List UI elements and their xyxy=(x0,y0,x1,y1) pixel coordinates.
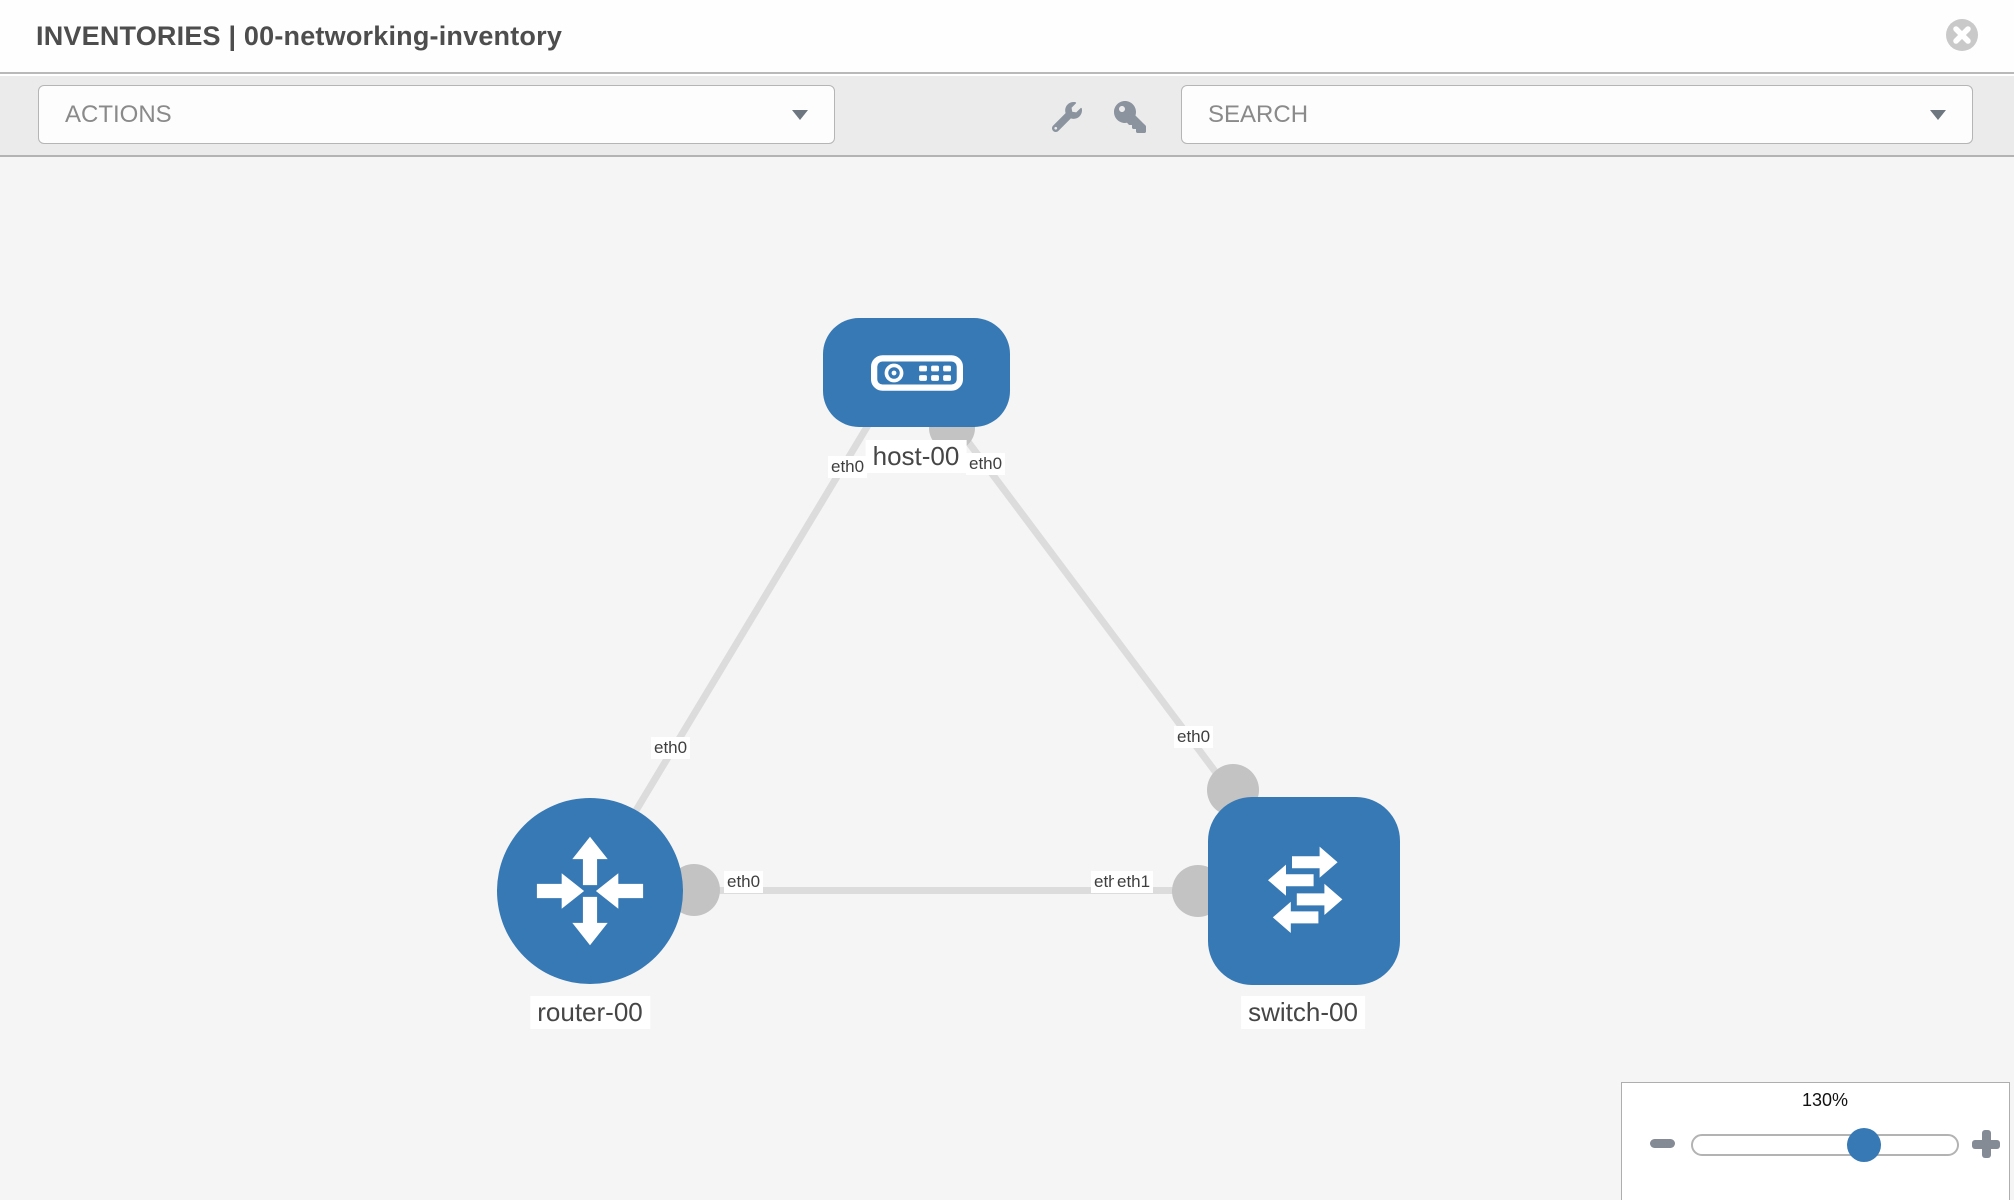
topology-canvas[interactable]: host-00 router-00 switch-00 eth0 eth0 et… xyxy=(0,157,2014,1200)
router-arrows-icon xyxy=(536,836,644,946)
zoom-out-button[interactable] xyxy=(1650,1139,1675,1148)
zoom-slider-track[interactable] xyxy=(1691,1134,1959,1156)
node-label-router: router-00 xyxy=(530,996,650,1029)
chevron-down-icon xyxy=(792,109,808,120)
zoom-in-button[interactable] xyxy=(1972,1130,2000,1158)
actions-dropdown[interactable]: ACTIONS xyxy=(38,85,835,144)
zoom-level-label: 130% xyxy=(1801,1090,1849,1110)
wrench-icon[interactable] xyxy=(1051,102,1082,137)
zoom-control-panel: 130% xyxy=(1621,1082,2010,1200)
page-header: INVENTORIES | 00-networking-inventory xyxy=(0,0,2014,74)
node-label-switch: switch-00 xyxy=(1241,996,1365,1029)
node-switch-00[interactable] xyxy=(1208,797,1400,985)
key-icon[interactable] xyxy=(1114,101,1146,138)
search-dropdown-label: SEARCH xyxy=(1208,100,1309,128)
page-title: INVENTORIES | 00-networking-inventory xyxy=(36,20,563,51)
server-icon xyxy=(870,354,963,391)
toolbar: ACTIONS SEARCH xyxy=(0,76,2014,157)
node-router-00[interactable] xyxy=(497,798,683,984)
interface-label-host-eth0-right: eth0 xyxy=(966,453,1006,475)
switch-arrows-icon xyxy=(1268,846,1343,933)
node-label-host: host-00 xyxy=(865,440,967,473)
node-host-00[interactable] xyxy=(823,318,1010,427)
chevron-down-icon xyxy=(1930,109,1946,120)
close-button[interactable] xyxy=(1944,17,1980,53)
interface-label-host-eth0-left: eth0 xyxy=(828,456,868,478)
interface-label-switch-eth0-up: eth0 xyxy=(1174,726,1214,748)
search-dropdown[interactable]: SEARCH xyxy=(1181,85,1973,144)
actions-dropdown-label: ACTIONS xyxy=(65,100,172,128)
close-icon xyxy=(1946,19,1978,51)
interface-label-switch-eth1-mid: eth1 xyxy=(1114,871,1154,893)
zoom-slider-thumb[interactable] xyxy=(1847,1128,1881,1162)
topology-links-layer xyxy=(604,393,1259,917)
interface-label-router-eth0-mid: eth0 xyxy=(724,871,764,893)
interface-label-router-eth0-up: eth0 xyxy=(651,737,691,759)
